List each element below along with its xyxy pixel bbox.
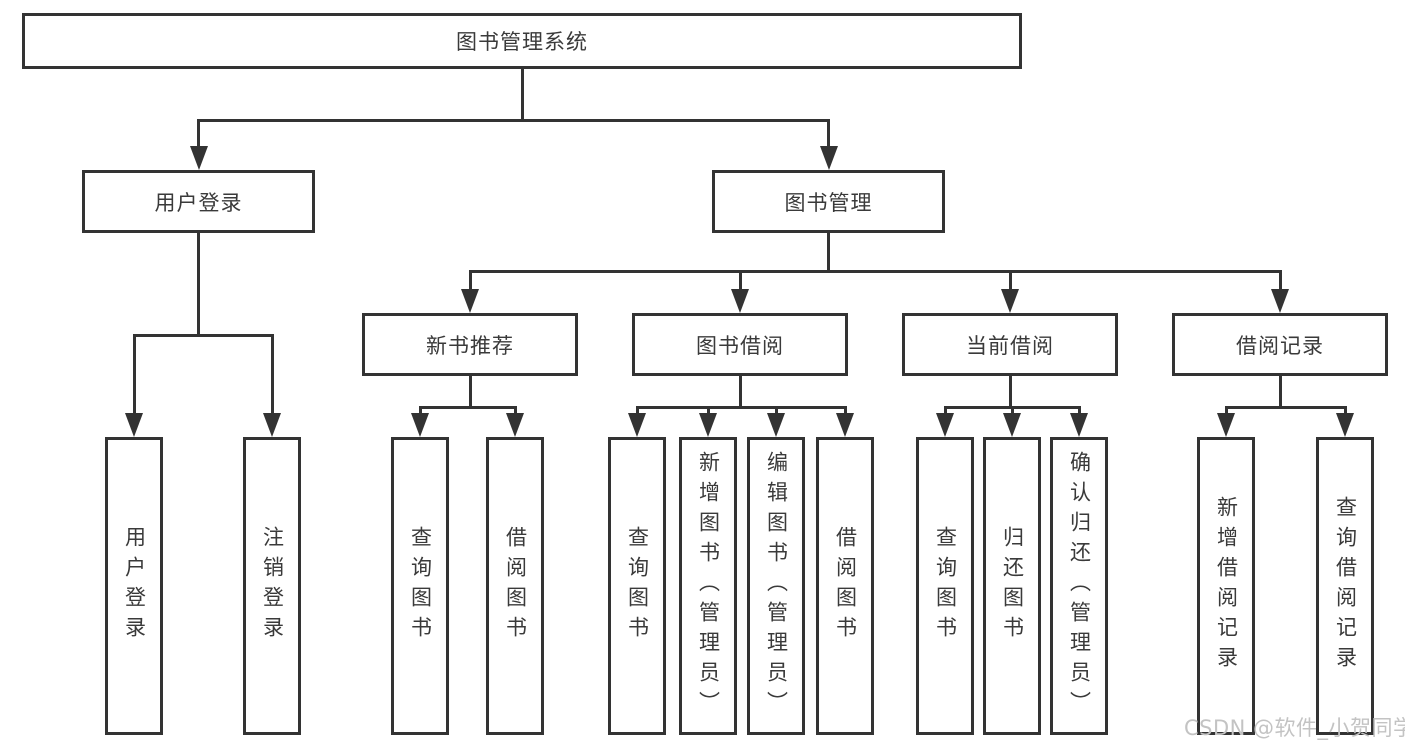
node-book-management: 图书管理 — [712, 170, 945, 233]
connector-vertical-line — [468, 376, 472, 409]
node-user-login: 用户登录 — [82, 170, 315, 233]
leaf-edit-books-admin: 编辑图书（管理员） — [747, 437, 805, 735]
arrow-stem-line — [1008, 271, 1012, 295]
leaf-logout-label: 注销登录 — [260, 526, 285, 646]
leaf-user-login: 用户登录 — [105, 437, 163, 735]
arrowhead-down-icon — [1001, 289, 1019, 313]
leaf-add-borrow-record-label: 新增借阅记录 — [1214, 496, 1239, 676]
connector-horizontal-line — [635, 405, 847, 409]
leaf-user-login-label: 用户登录 — [122, 526, 147, 646]
leaf-add-borrow-record: 新增借阅记录 — [1197, 437, 1255, 735]
leaf-borrowing-query-books: 查询图书 — [608, 437, 666, 735]
leaf-current-query-books-label: 查询图书 — [933, 526, 958, 646]
node-book-borrowing: 图书借阅 — [632, 313, 848, 376]
connector-vertical-line — [197, 233, 200, 337]
arrowhead-down-icon — [1336, 413, 1354, 437]
arrow-stem-line — [468, 271, 472, 295]
leaf-borrow-books-label: 借阅图书 — [833, 526, 858, 646]
watermark-text: CSDN @软件_小贺同学 — [1184, 716, 1405, 740]
connector-vertical-line — [1278, 376, 1282, 409]
node-library-system: 图书管理系统 — [22, 13, 1022, 69]
node-current-borrowing-label: 当前借阅 — [966, 333, 1054, 358]
arrow-stem-line — [1278, 271, 1282, 295]
leaf-recommend-borrow-books-label: 借阅图书 — [503, 526, 528, 646]
arrow-stem-line — [827, 120, 830, 152]
connector-horizontal-line — [468, 269, 1282, 273]
arrowhead-down-icon — [731, 289, 749, 313]
arrow-stem-line — [132, 335, 136, 419]
leaf-recommend-query-books: 查询图书 — [391, 437, 449, 735]
arrowhead-down-icon — [699, 413, 717, 437]
leaf-recommend-query-books-label: 查询图书 — [408, 526, 433, 646]
leaf-query-borrow-record-label: 查询借阅记录 — [1333, 496, 1358, 676]
node-user-login-label: 用户登录 — [154, 190, 243, 215]
arrowhead-down-icon — [767, 413, 785, 437]
arrow-stem-line — [270, 335, 274, 419]
arrowhead-down-icon — [263, 413, 281, 437]
leaf-return-books-label: 归还图书 — [1000, 526, 1025, 646]
node-current-borrowing: 当前借阅 — [902, 313, 1118, 376]
connector-vertical-line — [520, 69, 524, 122]
arrowhead-down-icon — [1003, 413, 1021, 437]
node-borrowing-records: 借阅记录 — [1172, 313, 1388, 376]
leaf-add-books-admin: 新增图书（管理员） — [679, 437, 737, 735]
connector-vertical-line — [1008, 376, 1012, 409]
arrowhead-down-icon — [836, 413, 854, 437]
arrowhead-down-icon — [189, 146, 208, 170]
arrowhead-down-icon — [125, 413, 143, 437]
leaf-confirm-return-admin-label: 确认归还（管理员） — [1067, 451, 1092, 721]
arrowhead-down-icon — [819, 146, 838, 170]
leaf-query-borrow-record: 查询借阅记录 — [1316, 437, 1374, 735]
connector-horizontal-line — [418, 405, 517, 409]
connector-vertical-line — [827, 233, 830, 273]
leaf-borrowing-query-books-label: 查询图书 — [625, 526, 650, 646]
node-book-borrowing-label: 图书借阅 — [696, 333, 784, 358]
node-library-system-label: 图书管理系统 — [456, 30, 588, 54]
arrowhead-down-icon — [411, 413, 429, 437]
arrowhead-down-icon — [628, 413, 646, 437]
arrow-stem-line — [197, 120, 200, 152]
node-borrowing-records-label: 借阅记录 — [1236, 333, 1324, 358]
leaf-confirm-return-admin: 确认归还（管理员） — [1050, 437, 1108, 735]
arrowhead-down-icon — [461, 289, 479, 313]
arrowhead-down-icon — [1070, 413, 1088, 437]
node-new-book-recommend-label: 新书推荐 — [426, 333, 514, 358]
connector-vertical-line — [738, 376, 742, 409]
leaf-recommend-borrow-books: 借阅图书 — [486, 437, 544, 735]
connector-horizontal-line — [132, 333, 274, 337]
connector-horizontal-line — [197, 119, 830, 122]
leaf-add-books-admin-label: 新增图书（管理员） — [696, 451, 721, 721]
leaf-edit-books-admin-label: 编辑图书（管理员） — [764, 451, 789, 721]
node-new-book-recommend: 新书推荐 — [362, 313, 578, 376]
leaf-current-query-books: 查询图书 — [916, 437, 974, 735]
leaf-return-books: 归还图书 — [983, 437, 1041, 735]
arrowhead-down-icon — [506, 413, 524, 437]
leaf-borrow-books: 借阅图书 — [816, 437, 874, 735]
connector-horizontal-line — [1224, 405, 1347, 409]
arrowhead-down-icon — [1217, 413, 1235, 437]
arrow-stem-line — [738, 271, 742, 295]
arrowhead-down-icon — [1271, 289, 1289, 313]
leaf-logout: 注销登录 — [243, 437, 301, 735]
arrowhead-down-icon — [936, 413, 954, 437]
node-book-management-label: 图书管理 — [784, 190, 873, 215]
